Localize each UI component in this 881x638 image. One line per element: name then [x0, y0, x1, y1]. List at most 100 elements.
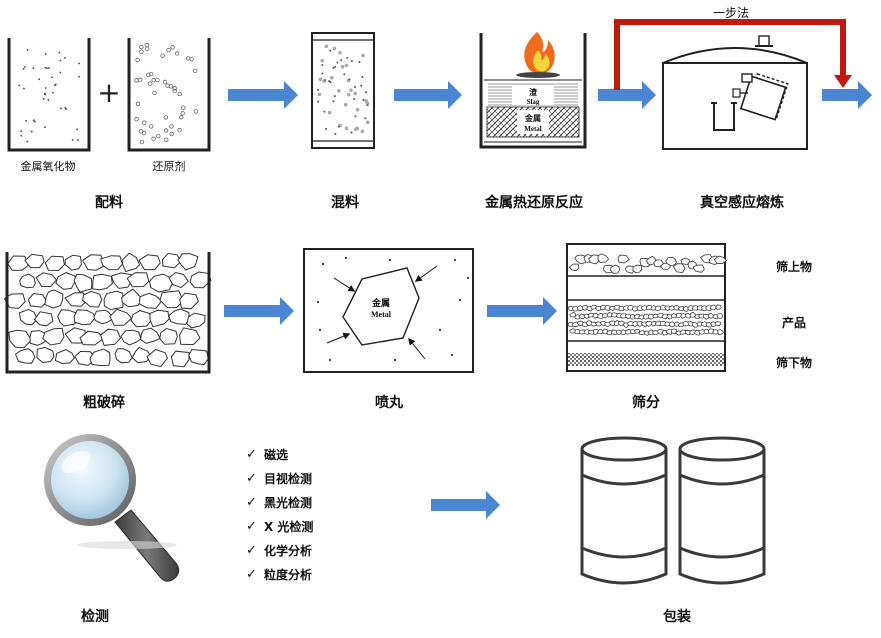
particle: [24, 66, 26, 68]
crushed-stone: [675, 312, 683, 319]
crushed-stone: [593, 329, 600, 335]
crushed-stone: [42, 327, 65, 346]
particle: [148, 81, 153, 86]
crushed-stone: [588, 254, 601, 265]
particle: [59, 59, 62, 62]
crushed-stone: [698, 329, 706, 335]
flow-arrow-crushing-to-shot: [224, 297, 294, 325]
crushed-stone: [604, 305, 612, 312]
particle: [59, 71, 62, 74]
crushed-stone: [602, 313, 609, 319]
crushed-stone: [646, 255, 656, 266]
particle: [366, 104, 369, 107]
particle: [189, 57, 194, 62]
crushed-stone: [701, 321, 708, 327]
crushed-stone: [100, 328, 122, 346]
crushed-stone: [670, 313, 678, 319]
shot-metal-label-cn: 金属: [371, 297, 390, 309]
particle: [169, 124, 174, 129]
flow-arrow-shot-to-screening: [487, 297, 557, 325]
crushed-stone: [574, 328, 582, 335]
crushed-stone: [665, 256, 677, 267]
crushed-stone: [149, 309, 170, 328]
check-item: ✓目视检测: [246, 470, 313, 486]
particle: [44, 92, 46, 95]
crushed-stone: [652, 313, 659, 319]
particle: [76, 128, 79, 131]
crushed-stone: [586, 320, 593, 327]
particle: [344, 126, 349, 131]
crushed-stone: [680, 257, 691, 265]
crushed-stone: [54, 349, 75, 365]
particle: [139, 139, 145, 145]
crushed-stone: [572, 305, 579, 312]
crushed-stone: [576, 320, 584, 326]
crushed-stone: [7, 255, 29, 271]
crushed-stone: [682, 321, 690, 327]
drum-left-icon: [580, 436, 668, 585]
particle: [177, 128, 182, 133]
crushed-stone: [640, 305, 648, 311]
particle: [142, 120, 147, 125]
crushed-stone: [82, 254, 106, 271]
particle: [364, 91, 367, 94]
stage-crushing-label: 粗破碎: [83, 395, 125, 411]
particle: [328, 80, 331, 83]
crushed-stone: [599, 304, 607, 310]
shot-particle: [438, 328, 442, 332]
crushed-stone: [713, 255, 728, 265]
particle: [64, 57, 66, 59]
crushed-stone: [618, 306, 625, 312]
particle: [185, 56, 191, 61]
crushed-stone: [179, 327, 201, 346]
vacuum-induction-furnace: [662, 35, 808, 150]
inspection-checklist: ✓磁选 ✓目视检测 ✓黑光检测 ✓X 光检测 ✓化学分析 ✓粒度分析: [246, 442, 313, 586]
particle: [364, 117, 367, 120]
crushed-stone: [159, 290, 184, 309]
particle: [338, 50, 342, 55]
particle: [324, 44, 329, 49]
shot-particle: [318, 328, 322, 332]
particle: [353, 127, 358, 132]
crushed-stone: [708, 328, 715, 334]
crushed-stone: [189, 271, 212, 289]
particle: [317, 100, 320, 103]
crushed-stone: [636, 305, 643, 312]
crushed-stone: [73, 309, 96, 326]
particle: [164, 137, 169, 142]
oversize-label: 筛上物: [775, 260, 813, 274]
crushed-stone: [666, 328, 673, 335]
particle: [350, 131, 353, 134]
flow-arrow-mixing-to-thermite: [394, 81, 462, 109]
crushed-stone: [568, 263, 580, 272]
particle: [151, 136, 156, 141]
crushed-stone: [179, 292, 199, 310]
particle: [344, 63, 349, 68]
particle: [32, 119, 35, 122]
particle: [78, 62, 80, 65]
particle: [48, 67, 50, 69]
crushed-stone: [55, 272, 76, 290]
particle: [172, 86, 177, 91]
particle: [20, 134, 23, 137]
particle: [148, 124, 154, 129]
particle: [33, 120, 36, 123]
crushed-stone: [567, 305, 575, 312]
stage-packaging-label: 包装: [663, 609, 691, 625]
shot-blasting-box: [303, 248, 474, 373]
particle: [135, 57, 140, 63]
particle: [343, 73, 346, 76]
crushed-stone: [611, 312, 619, 318]
particle: [149, 71, 154, 77]
crushed-stone: [669, 321, 676, 328]
metal-label-en: Metal: [524, 125, 542, 133]
crushed-stone: [140, 327, 161, 344]
plus-sign: +: [97, 76, 120, 109]
particle: [169, 131, 174, 136]
particle: [77, 139, 79, 141]
particle: [329, 49, 332, 52]
crushed-stone: [138, 292, 163, 309]
crushed-stone: [655, 305, 662, 311]
particle: [365, 120, 370, 125]
particle: [138, 77, 143, 83]
